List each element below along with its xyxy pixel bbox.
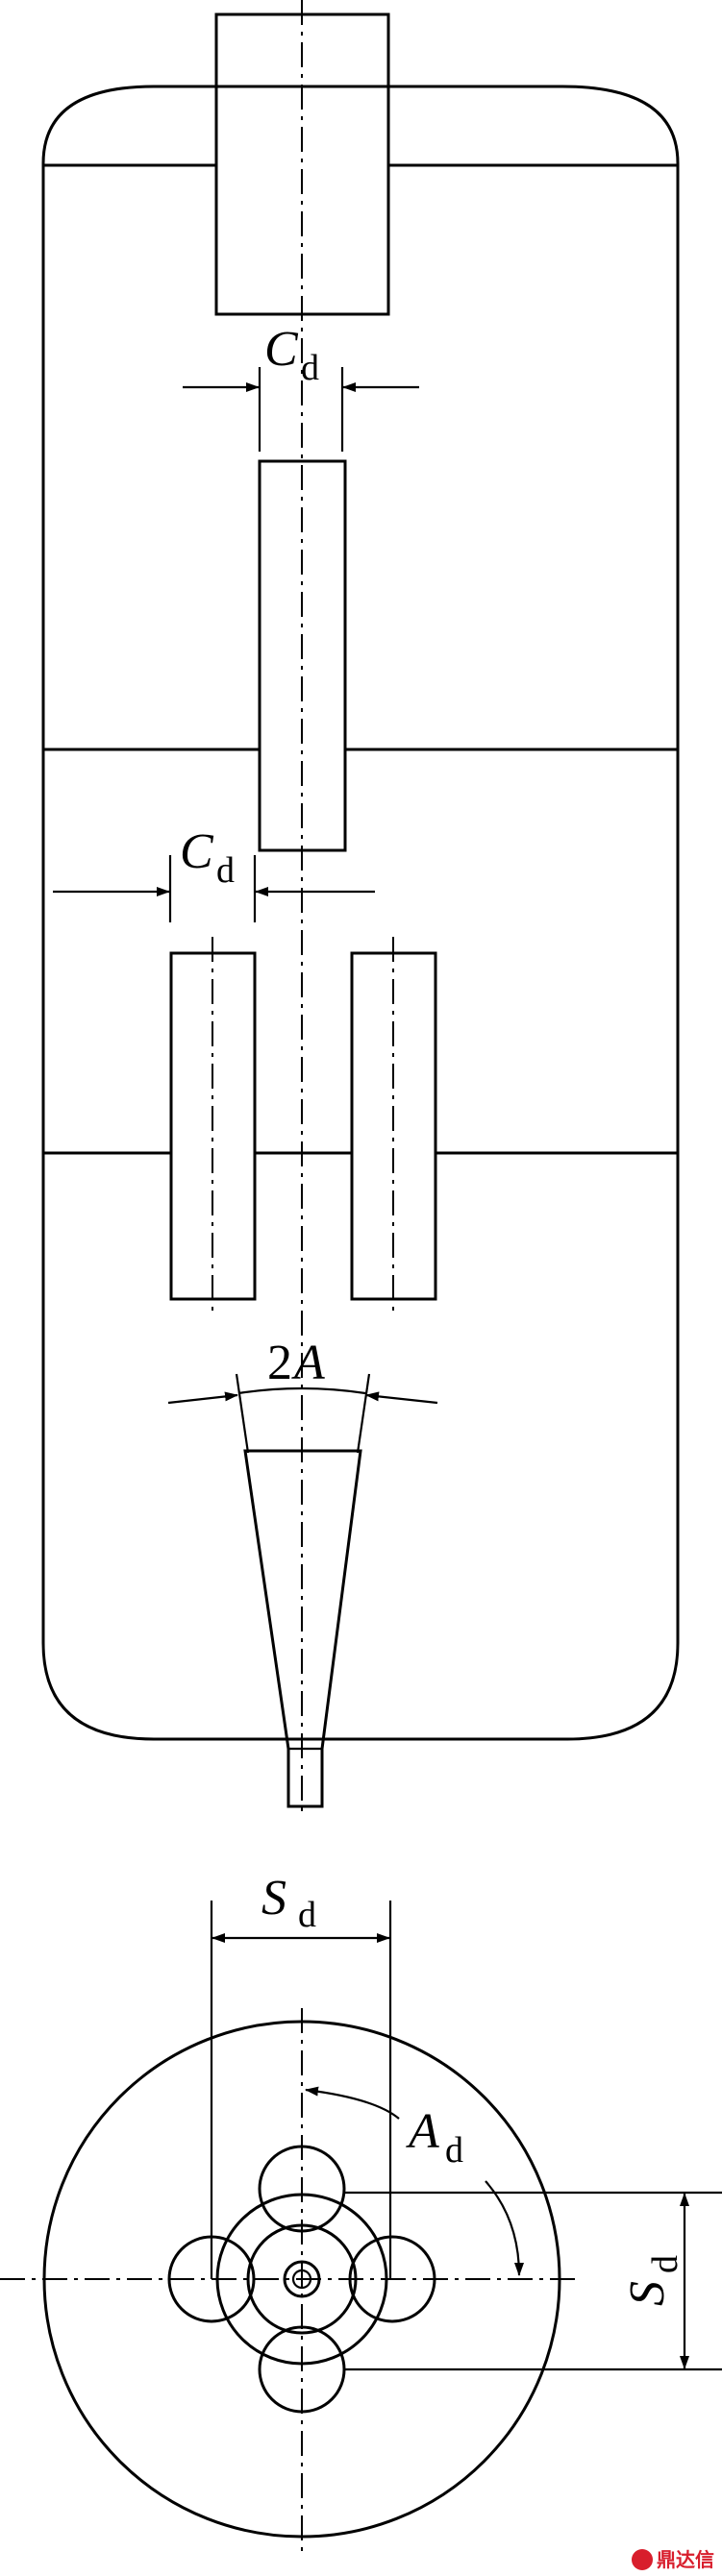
watermark-text: 鼎达信 [657, 2548, 714, 2571]
ad-label: A [406, 2104, 439, 2159]
sd-top-label: S [261, 1871, 286, 1926]
center-hub-inner [291, 2269, 312, 2290]
ad-angle-arc-upper [305, 2086, 400, 2120]
cd-mid-label-sub: d [216, 850, 235, 891]
sd-top-label-sub: d [298, 1895, 316, 1935]
cd-top-label-sub: d [301, 348, 319, 388]
side-view: C d C d 2 A [41, 0, 680, 1816]
sd-right-label-group: S d [620, 2255, 685, 2306]
cyclone-circle-left [167, 2235, 256, 2323]
two-a-label-num: 2 [267, 1336, 292, 1390]
angle-arrow-right [365, 1391, 438, 1405]
top-view: S d A d S d [0, 1871, 722, 2556]
sd-right-label: S [620, 2281, 675, 2306]
two-a-label-var: A [291, 1336, 325, 1390]
ad-label-sub: d [445, 2130, 463, 2171]
angle-ext-left [235, 1373, 250, 1454]
angle-arrow-left [167, 1391, 238, 1405]
cd-top-label: C [264, 322, 299, 377]
cyclone-circle-right [348, 2235, 436, 2323]
inner-ring [215, 2193, 388, 2366]
upper-tube [258, 459, 347, 852]
vessel-outline [41, 85, 680, 1741]
watermark-logo-icon [632, 2549, 653, 2570]
watermark: 鼎达信 [632, 2548, 714, 2571]
angle-ext-right [356, 1373, 371, 1454]
ad-angle-arc-lower [485, 2180, 524, 2276]
sd-right-label-sub: d [645, 2255, 685, 2273]
cd-mid-label: C [180, 824, 214, 879]
center-inner-circle [246, 2223, 358, 2335]
cyclone-circle-top [258, 2145, 346, 2233]
center-hub-outer [283, 2260, 321, 2298]
angle-arc [237, 1386, 366, 1395]
